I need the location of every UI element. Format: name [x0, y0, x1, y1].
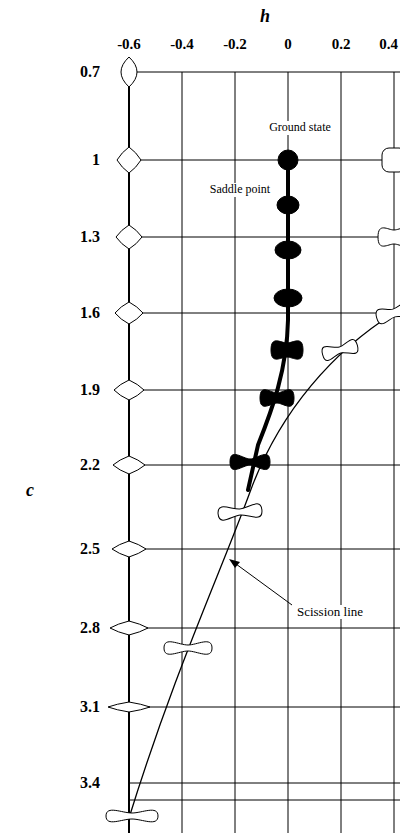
tick-label: 2.2 [80, 456, 100, 474]
grid-line [129, 783, 400, 784]
nuclear-shape [164, 642, 212, 654]
grid-line [129, 707, 400, 708]
nuclear-shape [275, 241, 301, 259]
tick-label: 0.2 [332, 36, 351, 53]
scission-shapes [106, 148, 400, 822]
grid-line [129, 160, 400, 161]
nuclear-shape [382, 148, 400, 172]
tick-label: 1 [92, 151, 100, 169]
grid-line [129, 628, 400, 629]
nuclear-shape [271, 341, 303, 359]
tick-label: 3.1 [80, 698, 100, 716]
grid-line [394, 72, 395, 833]
tick-label: 3.4 [80, 774, 100, 792]
nuclear-shape [121, 57, 137, 87]
nuclear-shape [106, 810, 158, 822]
nuclear-shape [218, 503, 263, 520]
tick-label: 0.4 [379, 36, 398, 53]
tick-label: 0.7 [80, 63, 100, 81]
grid-line [182, 72, 183, 833]
tick-label: 0 [284, 36, 292, 53]
tick-label: 1.6 [80, 304, 100, 322]
nuclear-shape [378, 228, 400, 246]
nuclear-shape [277, 196, 299, 214]
nuclear-shape [108, 702, 150, 712]
nuclear-shape [112, 541, 146, 557]
axis-title: c [26, 480, 34, 501]
annotation-label: Ground state [267, 121, 333, 135]
grid-line [129, 800, 400, 801]
left-shapes [108, 57, 150, 712]
tick-label: 2.5 [80, 540, 100, 558]
nuclear-shape [274, 289, 302, 307]
nuclear-shape [260, 390, 294, 407]
nuclear-shape [110, 621, 148, 635]
grid-line [129, 313, 400, 314]
tick-label: 2.8 [80, 619, 100, 637]
nuclear-shape [114, 380, 144, 400]
nuclear-shape [117, 147, 141, 173]
leader-arrowhead [229, 559, 240, 568]
tick-label: 1.3 [80, 228, 100, 246]
nuclear-shape [375, 301, 400, 325]
path-shapes [230, 150, 303, 470]
grid-line [341, 72, 342, 833]
grid-line [129, 549, 400, 550]
nuclear-shape [115, 302, 143, 324]
axis-title: h [260, 6, 270, 27]
nuclear-shape [113, 456, 145, 474]
grid-lines [129, 72, 400, 833]
leader-line [236, 564, 292, 605]
grid-line [129, 237, 400, 238]
scission-line [129, 313, 394, 818]
grid-line [129, 72, 400, 73]
tick-label: -0.4 [170, 36, 194, 53]
tick-label: 1.9 [80, 381, 100, 399]
tick-label: -0.2 [223, 36, 247, 53]
nuclear-shape [321, 338, 359, 361]
grid-line [128, 72, 130, 833]
nuclear-shape [278, 150, 298, 170]
tick-label: -0.6 [117, 36, 141, 53]
nuclear-shape [230, 454, 270, 469]
annotation-label: Scission line [295, 605, 365, 620]
annotation-label: Saddle point [208, 183, 272, 197]
nuclear-shape [116, 225, 142, 249]
